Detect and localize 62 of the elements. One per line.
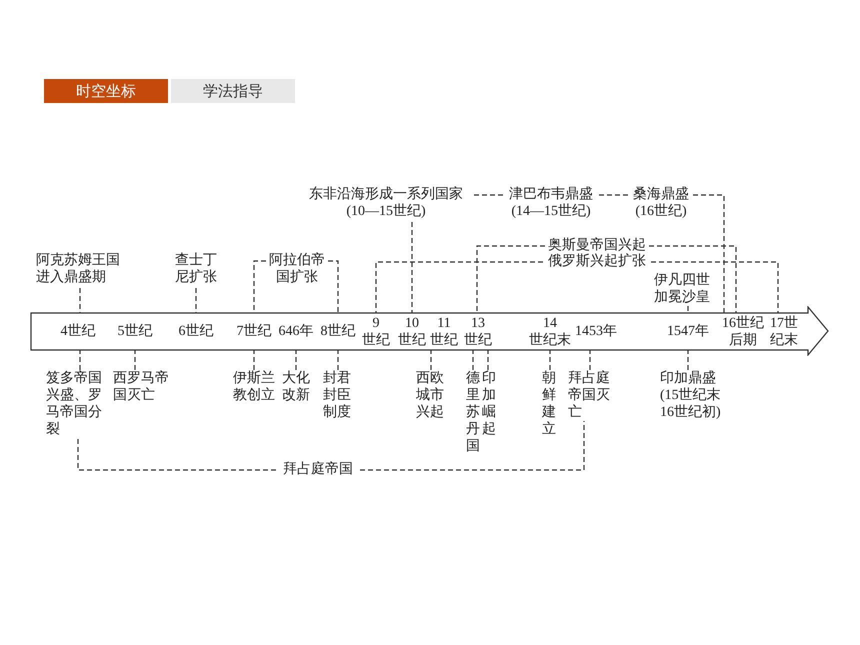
timeline-tick-label: 17世 纪末	[768, 313, 800, 350]
event-label: 西罗马帝国灭亡	[113, 370, 175, 404]
dashed-connector	[472, 350, 474, 370]
event-label: 俄罗斯兴起扩张	[543, 253, 651, 271]
dashed-connector	[549, 350, 551, 370]
dashed-connector	[474, 194, 503, 196]
timeline-tick-label: 14 世纪末	[528, 313, 572, 350]
dashed-connector	[328, 260, 339, 313]
timeline-tick-label: 1547年	[666, 313, 710, 350]
dashed-connector	[77, 438, 276, 471]
event-label: 印加鼎盛 (15世纪末16世纪初)	[660, 370, 724, 421]
dashed-connector	[79, 350, 81, 370]
event-label: 津巴布韦鼎盛 (14—15世纪)	[503, 186, 599, 222]
event-label: 伊凡四世加冕沙皇	[654, 272, 714, 306]
timeline-tick-label: 6世纪	[178, 313, 214, 350]
event-label: 拜占庭帝国	[276, 461, 360, 479]
tab: 时空坐标	[44, 79, 168, 103]
tab: 学法指导	[171, 79, 295, 103]
event-label: 东非沿海形成一系列国家 (10—15世纪)	[298, 186, 474, 222]
dashed-connector	[360, 421, 585, 471]
dashed-connector	[411, 222, 413, 313]
timeline-tick-label: 4世纪	[60, 313, 96, 350]
dashed-connector	[599, 194, 629, 196]
dashed-connector	[337, 350, 339, 370]
event-label: 伊斯兰教创立	[233, 370, 277, 404]
event-label: 阿克苏姆王国进入鼎盛期	[36, 252, 126, 288]
timeline-tick-label: 5世纪	[117, 313, 153, 350]
event-label: 封君封臣制度	[323, 370, 353, 421]
timeline-tick-label: 11 世纪	[428, 313, 460, 350]
event-label: 阿拉伯帝国扩张	[266, 252, 328, 288]
event-label: 印加崛起	[482, 370, 498, 438]
event-label: 德里苏丹国	[466, 370, 482, 455]
timeline-tick-label: 1453年	[574, 313, 618, 350]
dashed-connector	[253, 350, 255, 370]
event-label: 西欧城市兴起	[416, 370, 446, 421]
dashed-connector	[134, 350, 136, 370]
dashed-connector	[375, 261, 543, 313]
dashed-connector	[687, 306, 689, 313]
dashed-connector	[487, 350, 489, 370]
event-label: 笈多帝国兴盛、罗马帝国分裂	[46, 370, 104, 438]
timeline-tick-label: 9 世纪	[362, 313, 390, 350]
dashed-connector	[687, 350, 689, 370]
event-label: 朝鲜建立	[542, 370, 558, 438]
event-label: 大化改新	[282, 370, 312, 404]
event-label: 查士丁尼扩张	[175, 252, 221, 288]
dashed-connector	[295, 350, 297, 370]
dashed-connector	[476, 245, 545, 313]
timeline-tick-label: 13 世纪	[464, 313, 492, 350]
dashed-connector	[430, 350, 432, 370]
event-label: 拜占庭帝国灭亡	[568, 370, 612, 421]
dashed-connector	[693, 194, 725, 313]
timeline-tick-label: 646年	[278, 313, 314, 350]
timeline-tick-label: 8世纪	[320, 313, 356, 350]
event-label: 桑海鼎盛 (16世纪)	[629, 186, 693, 222]
dashed-connector	[651, 261, 779, 313]
timeline-tick-label: 16世纪 后期	[719, 313, 767, 350]
dashed-connector	[589, 350, 591, 370]
dashed-connector	[253, 260, 266, 313]
timeline-tick-label: 7世纪	[236, 313, 272, 350]
timeline-arrow	[30, 306, 830, 356]
dashed-connector	[649, 245, 737, 313]
timeline-tick-label: 10 世纪	[398, 313, 426, 350]
